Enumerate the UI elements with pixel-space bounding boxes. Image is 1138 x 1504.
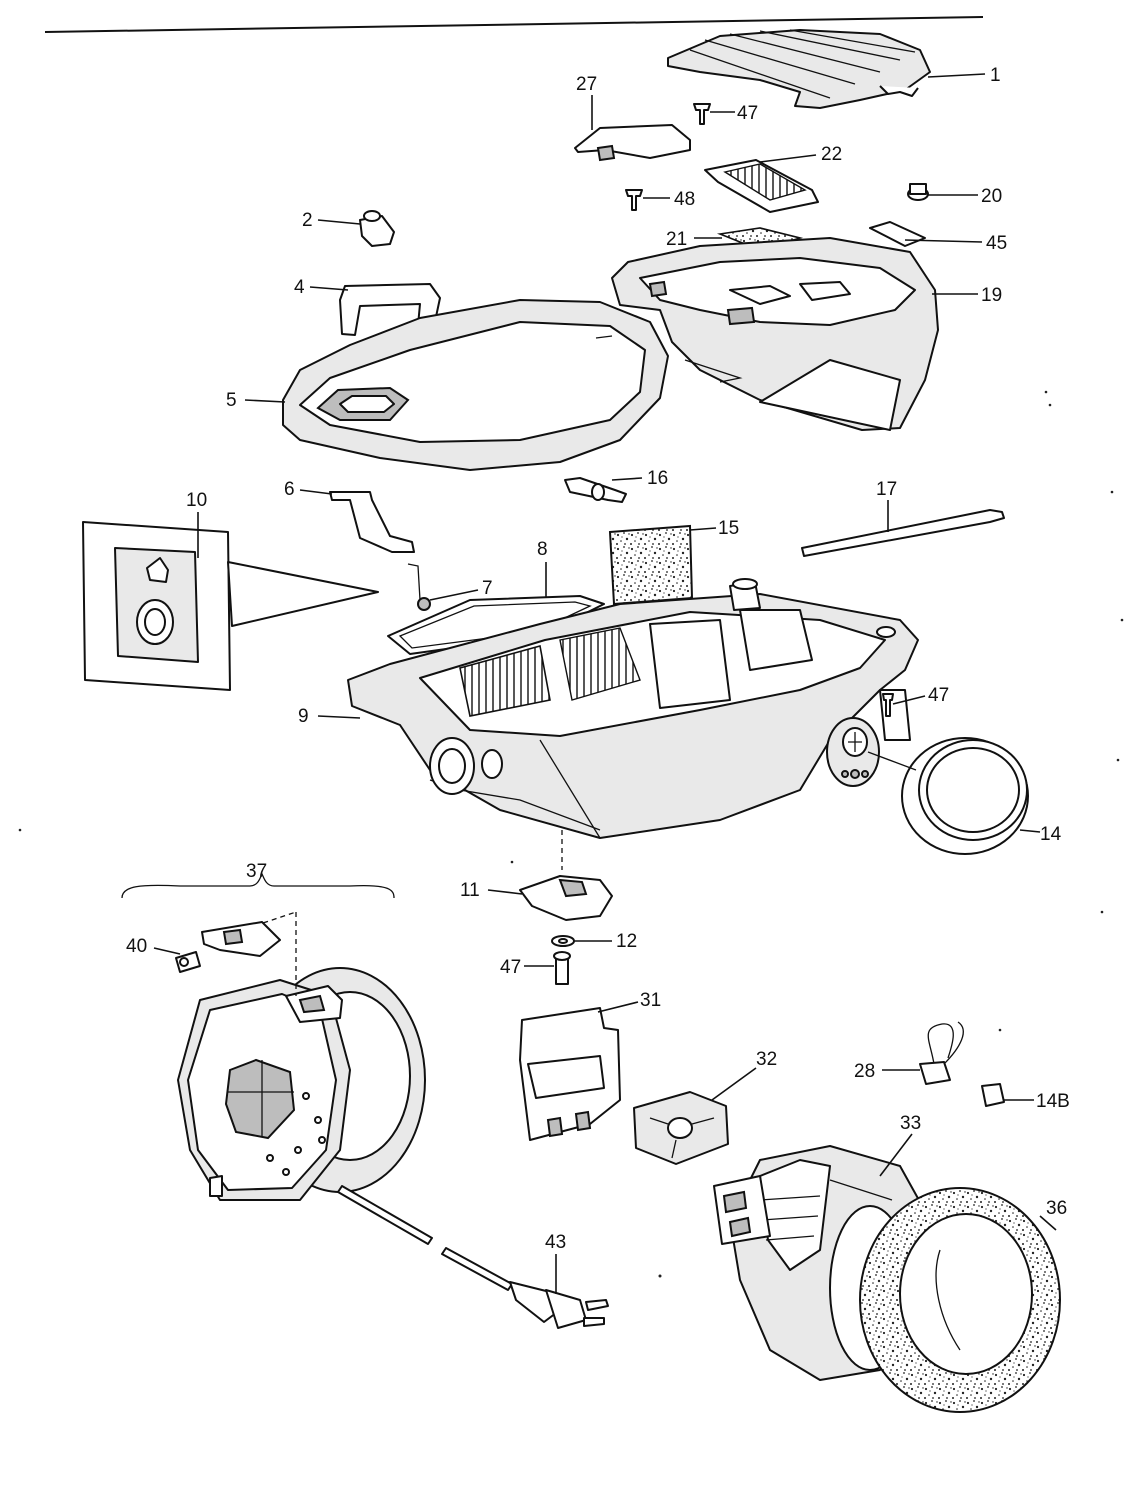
part-43-power-cord: [337, 1185, 609, 1329]
part-32-mount: [633, 1091, 729, 1165]
leader-45: [904, 239, 983, 243]
part-11-foot: [519, 830, 613, 921]
label-47b: 47: [928, 685, 949, 706]
label-12: 12: [616, 931, 637, 952]
label-9: 9: [298, 706, 309, 727]
label-31: 31: [640, 990, 661, 1011]
leader-32: [711, 1067, 757, 1101]
label-32: 32: [756, 1049, 777, 1070]
leader-31: [597, 1001, 639, 1013]
label-47a: 47: [737, 103, 758, 124]
part-14-wheel-tire: [901, 737, 1029, 855]
part-5-top-lid: [282, 299, 669, 471]
label-48: 48: [674, 189, 695, 210]
leader-4: [309, 286, 349, 291]
label-21: 21: [666, 229, 687, 250]
label-47c: 47: [500, 957, 521, 978]
label-14b: 14B: [1036, 1091, 1070, 1112]
label-17: 17: [876, 479, 897, 500]
label-8: 8: [537, 539, 548, 560]
label-28: 28: [854, 1061, 875, 1082]
part-40-brush: [175, 921, 281, 973]
label-16: 16: [647, 468, 668, 489]
part-15-filter-pad: [608, 524, 694, 606]
part-16-pin: [564, 477, 627, 503]
leader-1: [927, 73, 986, 78]
part-36-foam-ring: [859, 1187, 1061, 1413]
part-10-dust-bag: [82, 521, 379, 691]
label-36: 36: [1046, 1198, 1067, 1219]
leader-36: [1039, 1215, 1057, 1231]
part-12-washer: [551, 935, 575, 947]
label-37: 37: [246, 861, 267, 882]
label-22: 22: [821, 144, 842, 165]
label-11: 11: [460, 880, 480, 901]
label-6: 6: [284, 479, 295, 500]
label-45: 45: [986, 233, 1007, 254]
label-5: 5: [226, 390, 237, 411]
leader-16: [611, 477, 643, 481]
label-33: 33: [900, 1113, 921, 1134]
label-14: 14: [1040, 824, 1062, 845]
part-31-bracket: [519, 1007, 621, 1141]
label-15: 15: [718, 518, 739, 539]
part-4-carry-handle: [339, 283, 441, 348]
top-rule: [44, 16, 984, 33]
part-48-screw: [625, 189, 643, 211]
part-14b-cap: [981, 1083, 1005, 1107]
label-19: 19: [981, 285, 1002, 306]
label-43: 43: [545, 1232, 566, 1253]
part-33-motor: [713, 1145, 941, 1381]
leader-22: [759, 154, 817, 163]
part-28-connector: [919, 1021, 964, 1085]
leader-40: [153, 947, 181, 955]
part-9-main-body: [347, 578, 919, 839]
part-47-screw-top: [693, 103, 711, 125]
brace-37: [121, 872, 395, 899]
leader-11: [487, 889, 523, 895]
label-2: 2: [302, 210, 313, 231]
part-27-cover-flap: [574, 124, 691, 162]
leader-33: [879, 1133, 913, 1177]
leader-6: [299, 489, 333, 495]
label-20: 20: [981, 186, 1002, 207]
label-40: 40: [126, 936, 147, 957]
leader-47b: [892, 695, 926, 705]
label-1: 1: [990, 65, 1001, 86]
leader-2: [317, 219, 361, 225]
leader-15: [689, 527, 717, 531]
part-2-switch: [359, 210, 395, 247]
label-4: 4: [294, 277, 305, 298]
leader-9: [317, 715, 361, 719]
part-19-rear-housing: [611, 237, 939, 431]
label-10: 10: [186, 490, 207, 511]
label-7: 7: [482, 578, 493, 599]
part-22-grille: [704, 159, 819, 213]
part-6-lever: [329, 491, 415, 553]
part-20-cap: [907, 183, 929, 201]
scan-marks: [18, 390, 1124, 1278]
leader-7: [429, 589, 479, 601]
part-47-screw-side: [882, 693, 894, 717]
part-45-clip: [869, 221, 926, 247]
part-8-frame: [387, 595, 605, 655]
label-27: 27: [576, 74, 597, 95]
part-37-cord-reel: [121, 872, 426, 1201]
part-7-spring: [407, 563, 431, 611]
part-1-handle-cover: [667, 29, 931, 109]
leader-5: [244, 399, 286, 403]
part-47-screw-bottom: [553, 951, 571, 985]
part-17-rod: [801, 509, 1005, 557]
leader-14: [1019, 829, 1041, 833]
axle-line: [867, 751, 917, 771]
